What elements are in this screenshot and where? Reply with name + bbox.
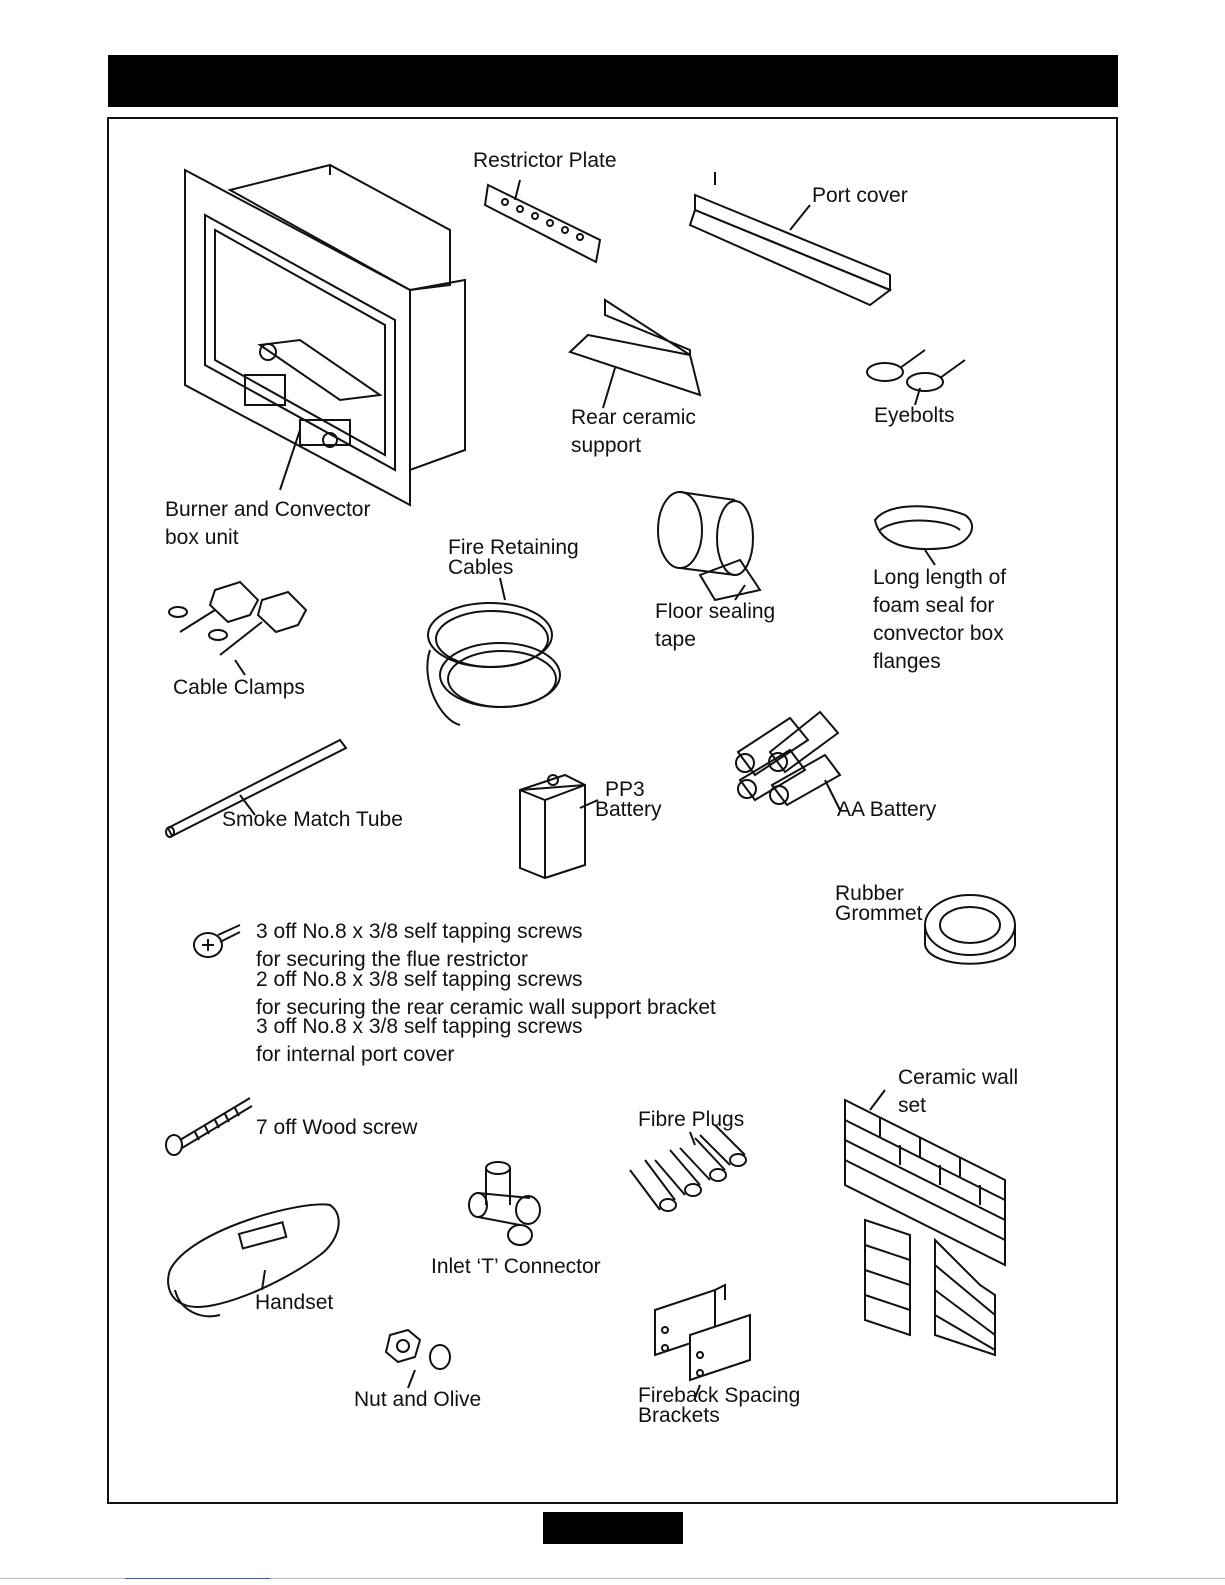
footer-link-underline[interactable]	[125, 1578, 270, 1579]
screws-line5: 3 off No.8 x 3/8 self tapping screws	[256, 1015, 583, 1038]
rubber-grommet-illustration	[924, 894, 1016, 965]
fireback-brackets-label-line1: Fireback Spacing	[638, 1384, 801, 1407]
smoke-match-tube-illustration	[165, 738, 348, 838]
port-cover-illustration	[688, 172, 893, 307]
eyebolts-label: Eyebolts	[874, 404, 955, 427]
handset-label: Handset	[255, 1291, 334, 1314]
foam-seal-label-line4: flanges	[873, 650, 941, 673]
inlet-t-connector-label: Inlet ‘T’ Connector	[431, 1255, 601, 1278]
page-number-tab	[543, 1512, 683, 1544]
handset-illustration	[167, 1203, 340, 1318]
pp3-battery-label-line1: PP3	[605, 778, 645, 801]
nut-and-olive-label: Nut and Olive	[354, 1388, 482, 1411]
nut-and-olive-illustration	[384, 1328, 451, 1389]
footer-rule	[0, 1578, 1225, 1579]
port-cover-label: Port cover	[812, 184, 908, 207]
foam-seal-label-line2: foam seal for	[873, 594, 995, 617]
eyebolts-illustration	[866, 349, 966, 406]
cable-clamps-illustration	[168, 580, 308, 676]
aa-battery-label: AA Battery	[837, 798, 937, 821]
foam-seal-label-line1: Long length of	[873, 566, 1007, 589]
ceramic-wall-set-label-line1: Ceramic wall	[898, 1066, 1019, 1089]
aa-battery-illustration	[735, 710, 842, 811]
cable-clamps-label: Cable Clamps	[173, 676, 305, 699]
ceramic-wall-set-illustration	[844, 1089, 1006, 1357]
rear-ceramic-support-label-line2: support	[571, 434, 642, 457]
fibre-plugs-illustration	[629, 1124, 747, 1212]
screws-line6: for internal port cover	[256, 1043, 455, 1066]
floor-sealing-tape-illustration	[657, 491, 762, 602]
rubber-grommet-label-line2: Grommet	[835, 902, 923, 925]
fibre-plugs-label: Fibre Plugs	[638, 1108, 745, 1131]
fireback-brackets-label-line2: Brackets	[638, 1404, 720, 1427]
fireback-spacing-brackets-illustration	[654, 1283, 751, 1399]
wood-screw-illustration	[165, 1097, 253, 1156]
floor-sealing-tape-label-line1: Floor sealing	[655, 600, 776, 623]
fire-retaining-cables-label-line2: Cables	[448, 556, 514, 579]
fire-retaining-cables-label-line1: Fire Retaining	[448, 536, 579, 559]
smoke-match-tube-label: Smoke Match Tube	[222, 808, 403, 831]
rear-ceramic-support-illustration	[568, 298, 702, 409]
header-bar	[108, 55, 1118, 107]
screws-line1: 3 off No.8 x 3/8 self tapping screws	[256, 920, 583, 943]
restrictor-plate-label: Restrictor Plate	[473, 149, 617, 172]
pp3-battery-label-line2: Battery	[595, 798, 662, 821]
fire-retaining-cables-illustration	[426, 577, 561, 726]
burner-box-label-line2: box unit	[165, 526, 239, 549]
rubber-grommet-label-line1: Rubber	[835, 882, 904, 905]
foam-seal-illustration	[873, 505, 974, 566]
pp3-battery-illustration	[519, 773, 599, 880]
self-tapping-screw-illustration	[193, 924, 241, 958]
rear-ceramic-support-label-line1: Rear ceramic	[571, 406, 696, 429]
screws-line2: for securing the flue restrictor	[256, 948, 528, 971]
burner-box-illustration	[184, 163, 466, 507]
parts-frame	[107, 117, 1118, 1504]
inlet-t-connector-illustration	[468, 1161, 541, 1246]
foam-seal-label-line3: convector box	[873, 622, 1004, 645]
floor-sealing-tape-label-line2: tape	[655, 628, 696, 651]
restrictor-plate-illustration	[483, 179, 602, 264]
wood-screw-label: 7 off Wood screw	[256, 1116, 418, 1139]
screws-line3: 2 off No.8 x 3/8 self tapping screws	[256, 968, 583, 991]
burner-box-label-line1: Burner and Convector	[165, 498, 371, 521]
ceramic-wall-set-label-line2: set	[898, 1094, 927, 1117]
screws-line4: for securing the rear ceramic wall suppo…	[256, 996, 716, 1019]
